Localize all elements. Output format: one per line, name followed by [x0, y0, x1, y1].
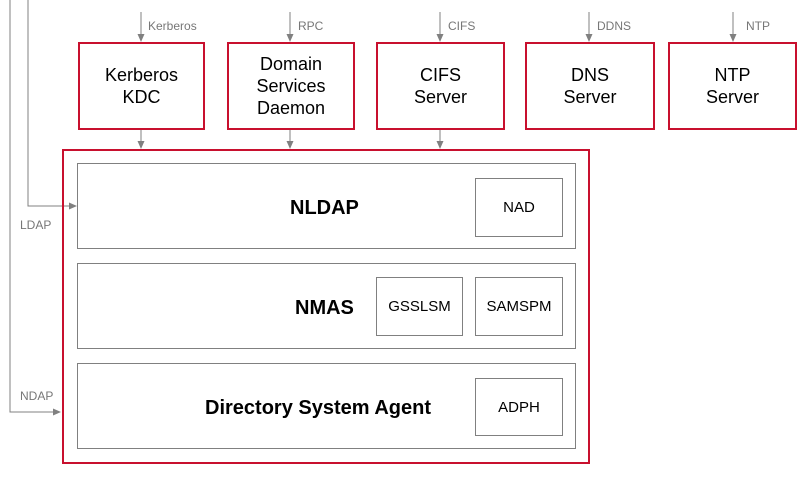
nldap-title: NLDAP	[290, 197, 359, 219]
kerberos-kdc-label: Kerberos KDC	[104, 65, 179, 107]
adph-module: ADPH	[475, 378, 563, 436]
ldap-protocol-label: LDAP	[20, 218, 52, 232]
cifs-server-box: CIFS Server	[376, 42, 505, 130]
samspm-module: SAMSPM	[475, 277, 563, 336]
kerberos-protocol-label: Kerberos	[148, 19, 197, 33]
ntp-server-label: NTP Server	[705, 65, 759, 107]
domain-services-daemon-box: Domain Services Daemon	[227, 42, 355, 130]
cifs-protocol-label: CIFS	[448, 19, 476, 33]
dsa-title: Directory System Agent	[205, 397, 431, 419]
directory-system-agent-layer: Directory System Agent ADPH	[77, 363, 576, 449]
edirectory-core-container	[62, 149, 590, 464]
ndap-line	[9, 0, 61, 416]
kerberos-kdc-box: Kerberos KDC	[78, 42, 205, 130]
cifs-server-label: CIFS Server	[413, 65, 467, 107]
nldap-layer: NLDAP NAD	[77, 163, 576, 249]
dns-server-label: DNS Server	[563, 65, 617, 107]
nad-module: NAD	[475, 178, 563, 237]
nmas-title: NMAS	[295, 297, 354, 319]
ndap-protocol-label: NDAP	[20, 389, 54, 403]
ntp-protocol-label: NTP	[746, 19, 770, 33]
gsslsm-module: GSSLSM	[376, 277, 463, 336]
ldap-line	[27, 0, 77, 210]
dns-server-box: DNS Server	[525, 42, 655, 130]
ddns-protocol-label: DDNS	[597, 19, 632, 33]
rpc-protocol-label: RPC	[298, 19, 324, 33]
domain-services-daemon-label: Domain Services Daemon	[256, 54, 326, 118]
nmas-layer: NMAS GSSLSM SAMSPM	[77, 263, 576, 349]
ntp-server-box: NTP Server	[668, 42, 797, 130]
